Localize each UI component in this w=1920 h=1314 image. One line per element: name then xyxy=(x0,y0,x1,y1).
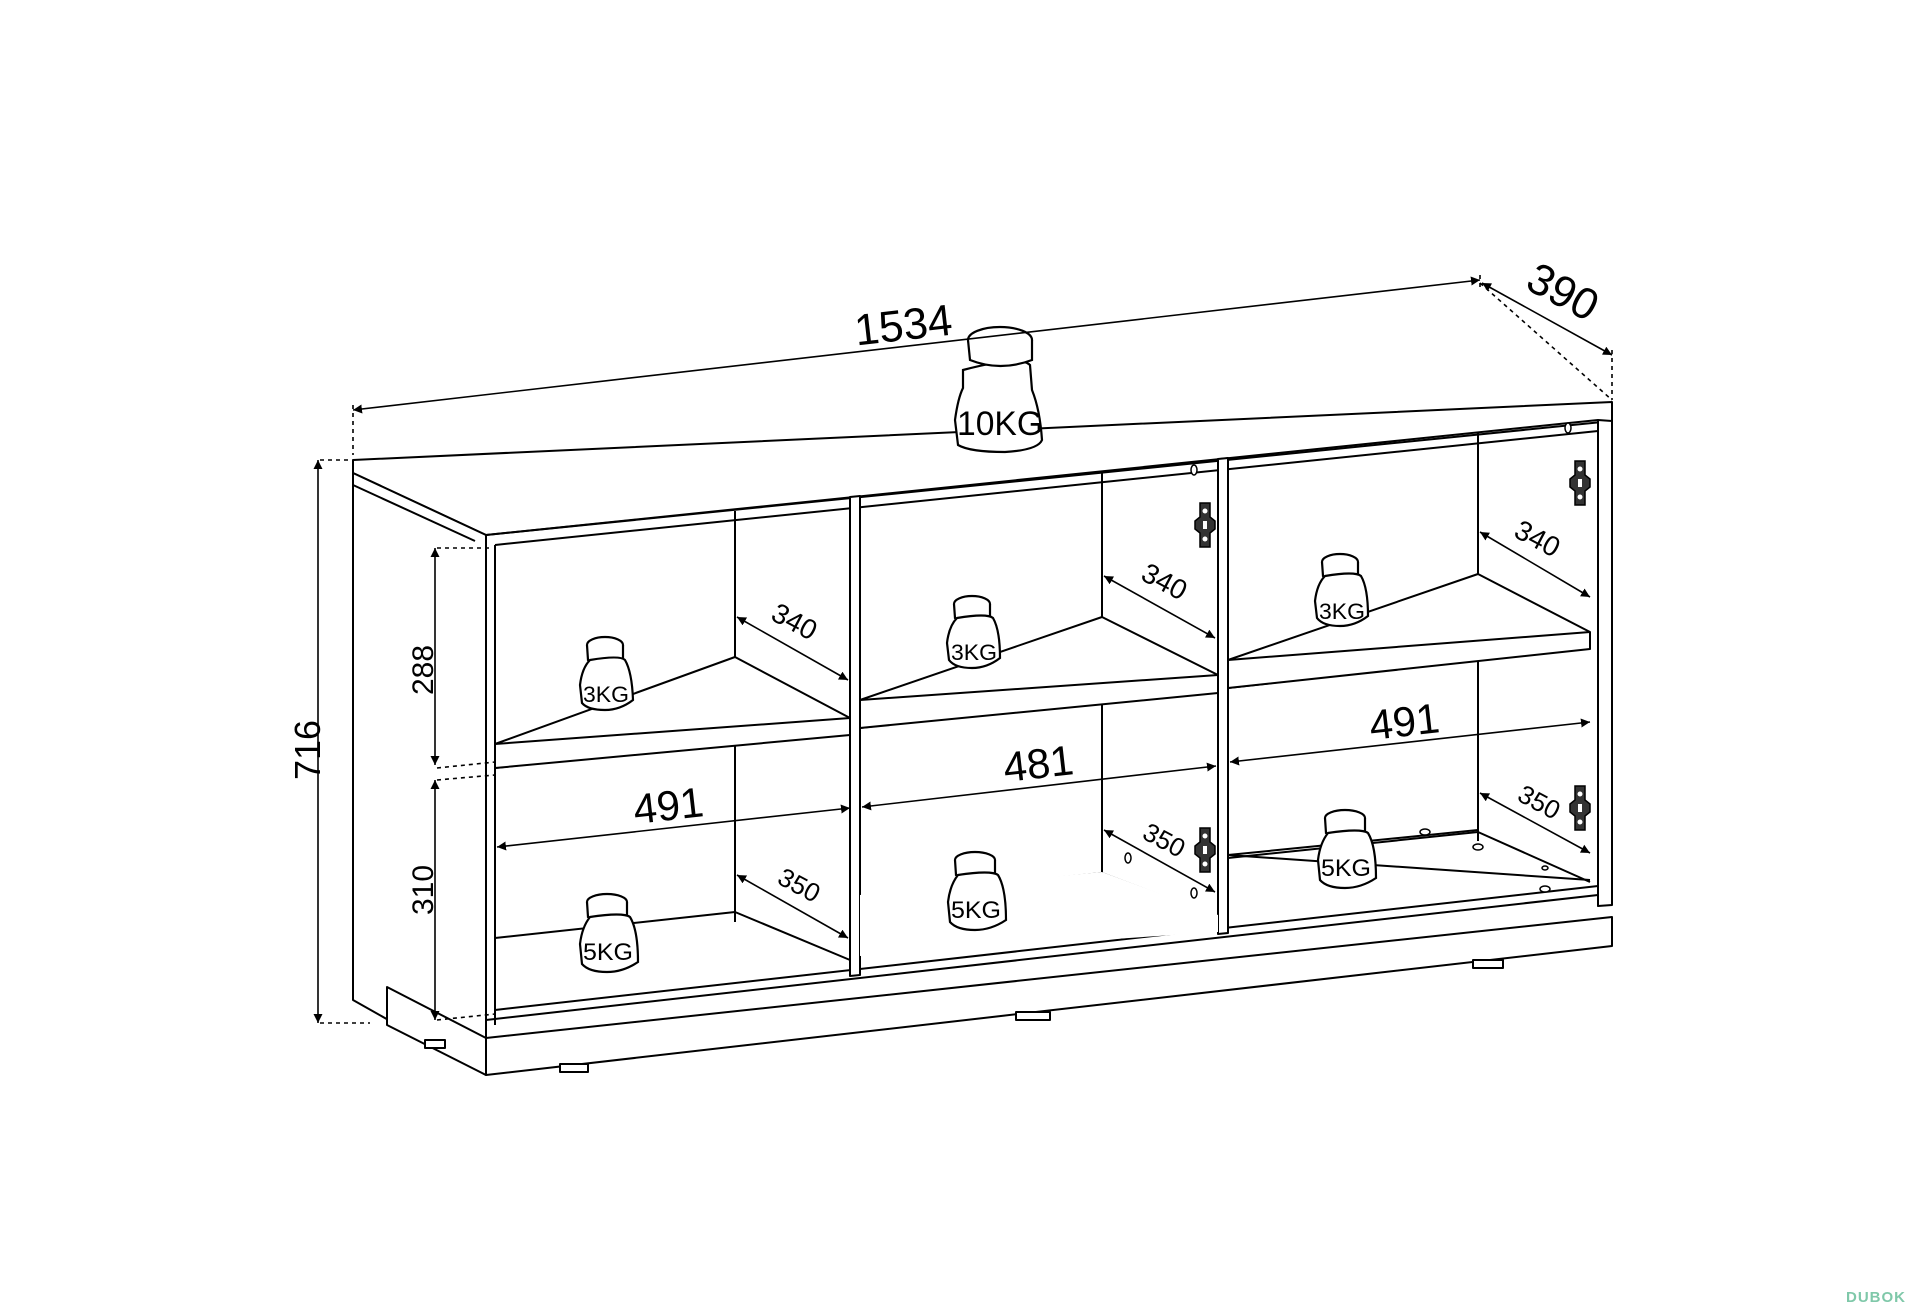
dim-depth-lower-middle: 350 xyxy=(1138,817,1190,864)
weight-icon-lower-middle xyxy=(946,850,1008,932)
weight-label-top: 10KG xyxy=(957,405,1043,443)
cabinet-interior xyxy=(485,419,1599,1025)
weight-label-upper-middle: 3KG xyxy=(951,640,997,665)
dim-overall-height: 716 xyxy=(287,720,328,780)
hinge-icon xyxy=(1569,785,1591,831)
left-side-panel xyxy=(352,472,487,1076)
watermark-logo: DUBOK xyxy=(1846,1289,1906,1306)
divider-left xyxy=(849,495,861,977)
dim-lower-height: 310 xyxy=(407,865,440,915)
hinge-icon xyxy=(1194,502,1216,548)
right-side-panel xyxy=(1597,419,1613,907)
dim-depth-lower-right: 350 xyxy=(1513,779,1565,826)
cabinet-body xyxy=(352,401,1613,1076)
weight-label-lower-right: 5KG xyxy=(1321,855,1371,882)
weight-icon-upper-middle xyxy=(945,594,1002,670)
dim-overall-width: 1534 xyxy=(852,296,955,356)
divider-right xyxy=(1217,457,1229,935)
hinge-icon xyxy=(1569,460,1591,506)
dim-left-lower-width: 491 xyxy=(631,778,706,833)
dim-depth-lower-left: 350 xyxy=(773,862,825,909)
shelf-right-upper xyxy=(1227,573,1591,689)
weight-icon-lower-right xyxy=(1316,808,1378,890)
weight-label-lower-left: 5KG xyxy=(583,939,633,966)
weight-label-upper-right: 3KG xyxy=(1319,599,1365,624)
weight-label-lower-middle: 5KG xyxy=(951,897,1001,924)
dimension-lines xyxy=(313,275,1613,1024)
dim-depth-upper-right: 340 xyxy=(1510,514,1566,563)
weight-icon-lower-left xyxy=(578,892,640,974)
dim-right-width: 491 xyxy=(1367,694,1442,749)
weight-icon-upper-left xyxy=(578,635,635,712)
dim-upper-height: 288 xyxy=(407,645,440,695)
shelf-middle-upper xyxy=(859,616,1219,729)
hinge-icon xyxy=(1194,827,1216,873)
dim-middle-width: 481 xyxy=(1001,736,1076,791)
weight-label-upper-left: 3KG xyxy=(583,682,629,707)
weight-labels: 10KG 3KG 3KG 3KG 5KG 5KG 5KG xyxy=(583,405,1371,966)
dim-depth: 390 xyxy=(1519,253,1607,331)
weight-icon-upper-right xyxy=(1313,552,1370,628)
hardware xyxy=(1124,422,1572,899)
shelf-left-upper xyxy=(494,656,851,769)
